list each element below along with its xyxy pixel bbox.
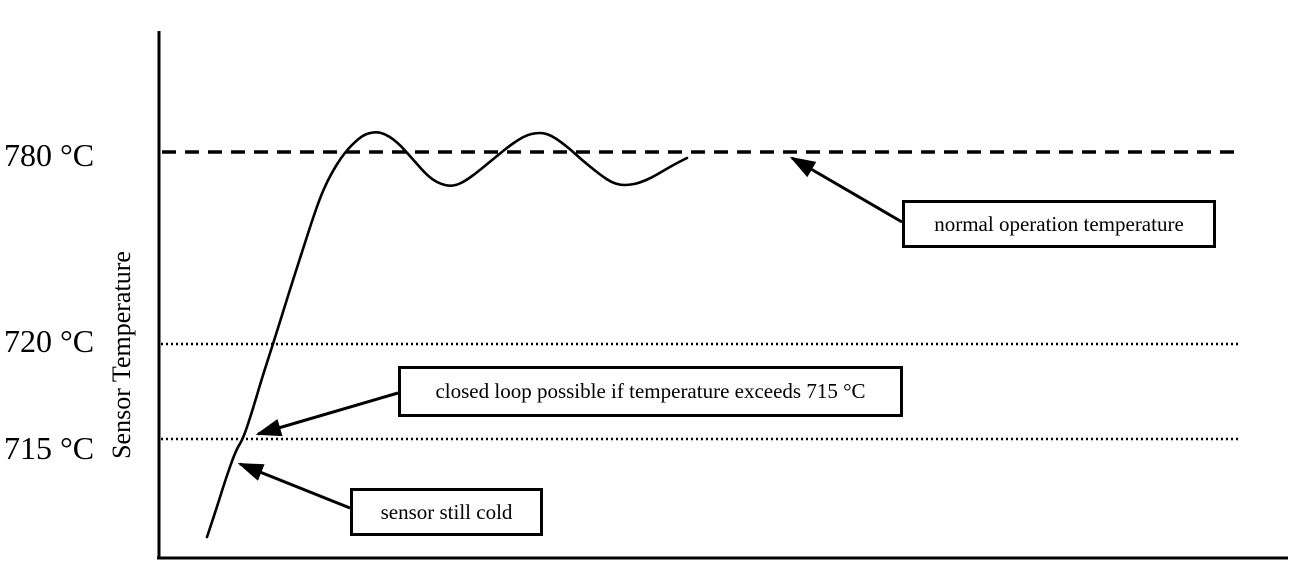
tick-780: 780 °C [4,137,95,173]
arrow-normal-operation [789,156,903,224]
annotation-sensor-cold: sensor still cold [350,488,543,536]
temperature-curve [205,131,689,539]
annotation-normal-operation: normal operation temperature [902,200,1216,248]
tick-715: 715 °C [4,430,95,466]
arrow-sensor-cold [237,462,351,510]
arrow-closed-loop [255,391,399,437]
annotation-closed-loop: closed loop possible if temperature exce… [398,366,903,417]
y-axis-title: Sensor Temperature [107,251,136,459]
tick-720: 720 °C [4,323,95,359]
